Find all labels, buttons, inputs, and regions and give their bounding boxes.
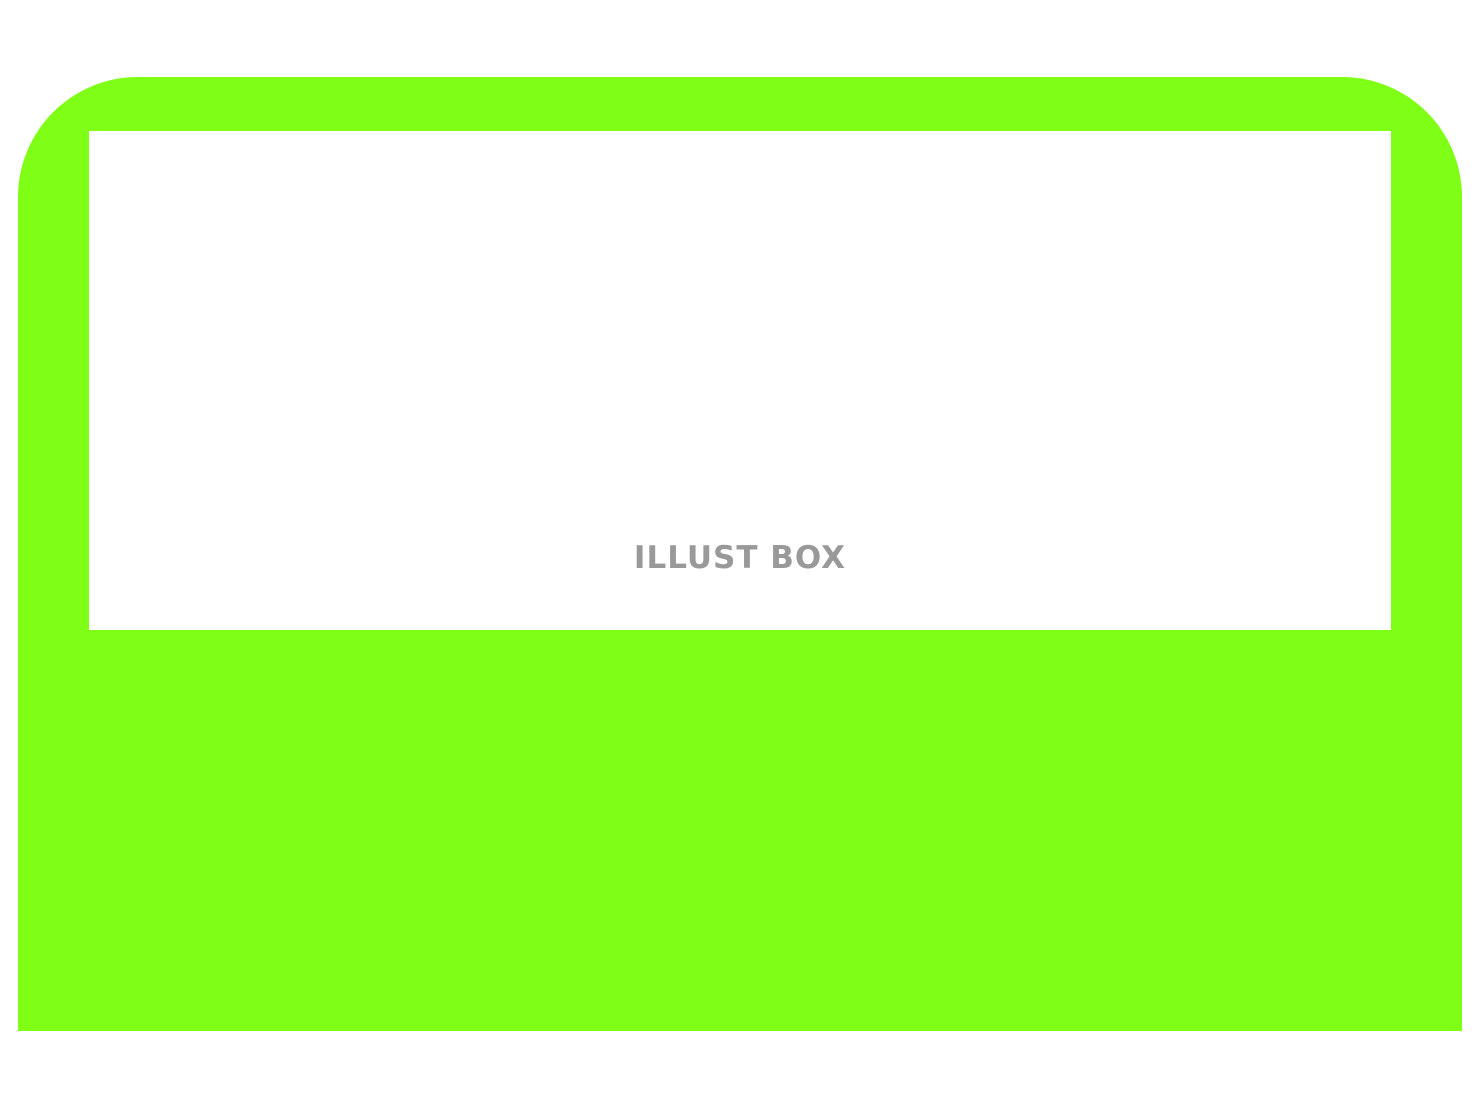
watermark-text: ILLUST BOX bbox=[633, 540, 847, 576]
white-panel bbox=[89, 131, 1391, 630]
